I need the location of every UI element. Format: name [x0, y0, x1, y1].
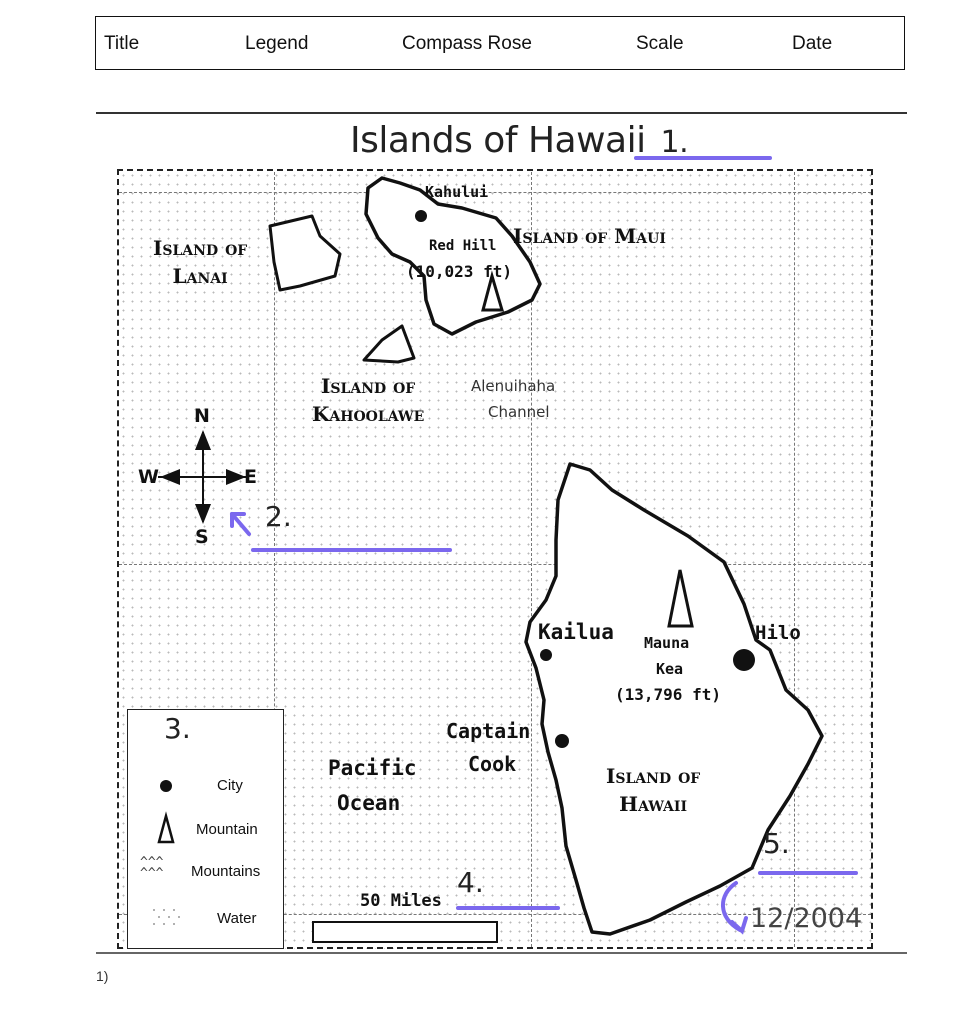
legend-mountains-icon: ^^^ ^^^ — [140, 855, 164, 881]
mauna-kea-label: Mauna — [644, 634, 690, 652]
legend-city-icon — [160, 780, 172, 792]
island-maui-shape — [364, 176, 542, 336]
question-number-label: 1) — [96, 968, 109, 984]
blank-number-4: 4. — [457, 866, 484, 899]
red-hill-label: Red Hill — [429, 238, 497, 254]
word-bank: Title Legend Compass Rose Scale Date — [95, 16, 905, 70]
mauna-kea-elevation-label: (13,796 ft) — [615, 685, 721, 704]
date-label: 12/2004 — [750, 903, 863, 934]
scale-label: 50 Miles — [360, 891, 442, 911]
channel-label: Alenuihaha — [471, 377, 556, 395]
compass-north-label: N — [194, 405, 210, 427]
mountain-mauna-kea-icon — [667, 569, 694, 628]
pacific-ocean-label: Pacific — [328, 756, 417, 780]
arrow-to-date-icon — [721, 881, 748, 935]
grid-line-vertical — [531, 172, 532, 947]
kailua-label: Kailua — [538, 620, 614, 644]
cook-label: Cook — [468, 752, 517, 776]
compass-west-label: W — [138, 466, 159, 488]
island-kahoolawe-shape — [362, 324, 416, 364]
blank-number-5: 5. — [763, 827, 790, 860]
grid-line-horizontal — [119, 564, 871, 565]
word-bank-compass-rose: Compass Rose — [402, 33, 532, 54]
island-hawaii-label: Island of Hawaii — [606, 764, 701, 816]
legend-symbols — [153, 780, 180, 925]
city-kahului-icon — [415, 210, 427, 222]
island-hawaii-shape — [524, 462, 824, 936]
grid-line-horizontal — [119, 914, 871, 915]
separator-line — [96, 112, 907, 114]
legend-mountain-icon — [157, 811, 175, 844]
blank-number-1: 1. — [660, 125, 689, 160]
scale-bar — [312, 921, 498, 943]
compass-rose-icon — [158, 430, 248, 524]
legend-mountains-label: Mountains — [191, 863, 261, 880]
mauna-kea-label-2: Kea — [656, 660, 684, 678]
grid-line-horizontal — [119, 192, 871, 193]
compass-south-label: S — [195, 526, 209, 548]
legend-water-icon — [153, 909, 180, 925]
legend-city-label: City — [217, 777, 243, 794]
hilo-label: Hilo — [755, 622, 801, 644]
legend-box: 3. City Mountain ^^^ ^^^ Mountains Water — [127, 709, 284, 949]
word-bank-legend: Legend — [245, 33, 309, 54]
grid-line-vertical — [274, 172, 275, 947]
compass-east-label: E — [244, 466, 257, 488]
map-title: Islands of Hawaii 1. — [350, 120, 689, 161]
captain-label: Captain — [446, 719, 531, 743]
kahului-label: Kahului — [425, 183, 489, 201]
word-bank-scale: Scale — [636, 33, 684, 54]
legend-mountain-label: Mountain — [196, 821, 258, 838]
island-maui-label: Island of Maui — [513, 224, 666, 248]
blank-number-2: 2. — [265, 500, 292, 533]
island-lanai-shape — [268, 214, 342, 292]
pacific-ocean-label-2: Ocean — [337, 791, 401, 815]
word-bank-date: Date — [792, 33, 833, 54]
island-lanai-label: Island of Lanai — [153, 236, 248, 288]
island-kahoolawe-label: Island of Kahoolawe — [312, 374, 425, 426]
city-kailua-icon — [540, 649, 552, 661]
city-captain-cook-icon — [555, 734, 569, 748]
city-hilo-icon — [733, 649, 755, 671]
mountain-red-hill-icon — [481, 270, 505, 312]
channel-label-2: Channel — [488, 403, 550, 421]
legend-water-label: Water — [217, 910, 257, 927]
grid-line-vertical — [794, 172, 795, 947]
red-hill-elevation-label: (10,023 ft) — [406, 262, 512, 281]
arrow-to-compass-icon — [230, 512, 251, 536]
word-bank-title: Title — [104, 33, 140, 54]
bottom-line — [96, 952, 907, 954]
blank-number-3: 3. — [164, 712, 191, 745]
